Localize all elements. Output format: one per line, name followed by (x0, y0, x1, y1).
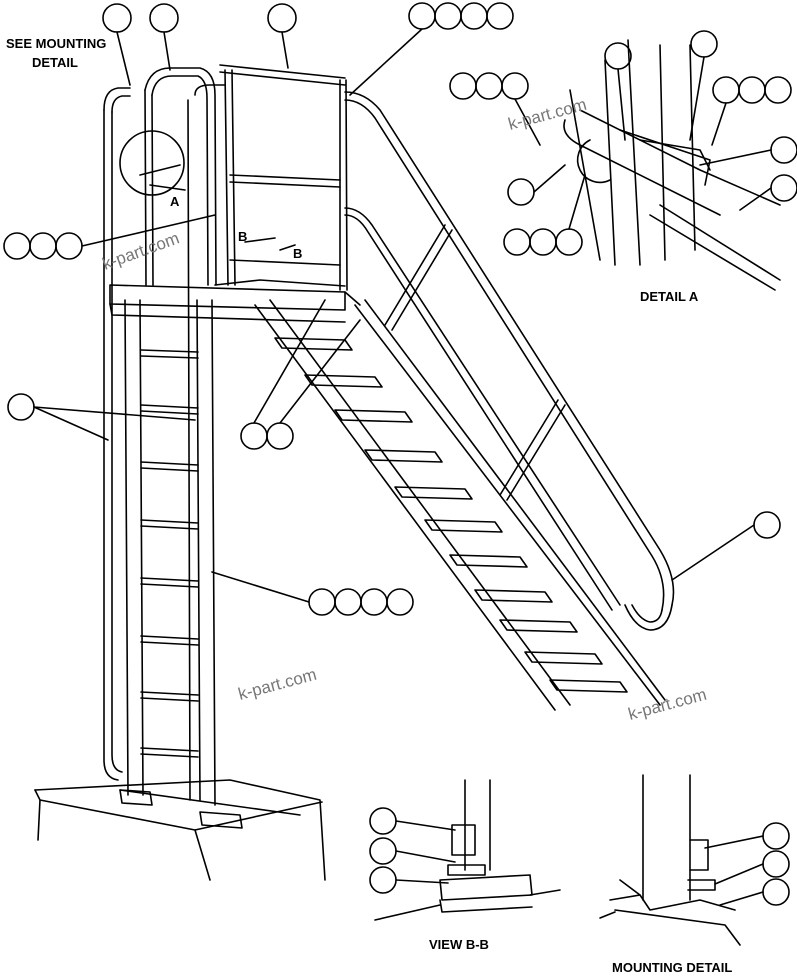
view-bb-drawing (374, 779, 561, 921)
watermark: k-part.com (236, 665, 318, 704)
mounting-detail-drawing (599, 774, 741, 946)
detail-a-title: DETAIL A (640, 289, 699, 304)
section-b-label-2: B (293, 246, 302, 261)
section-b-label-1: B (238, 229, 247, 244)
vertical-ladder (119, 299, 243, 829)
platform-deck (109, 279, 361, 323)
stair-stringers (254, 299, 666, 711)
callout-balloons (3, 2, 797, 906)
section-a-label: A (170, 194, 180, 209)
see-mounting-label-line2: DETAIL (32, 55, 78, 70)
base-block (34, 779, 326, 881)
detail-a-marker (119, 130, 185, 196)
stair-treads (274, 337, 628, 693)
side-handrail (103, 67, 226, 801)
see-mounting-label-line1: SEE MOUNTING (6, 36, 106, 51)
view-bb-title: VIEW B-B (429, 937, 489, 952)
watermark: k-part.com (626, 685, 708, 724)
platform-guardrail (219, 64, 348, 291)
stair-handrail-upper (344, 91, 675, 631)
detail-a-drawing (563, 39, 781, 291)
mounting-detail-title: MOUNTING DETAIL (612, 960, 732, 975)
